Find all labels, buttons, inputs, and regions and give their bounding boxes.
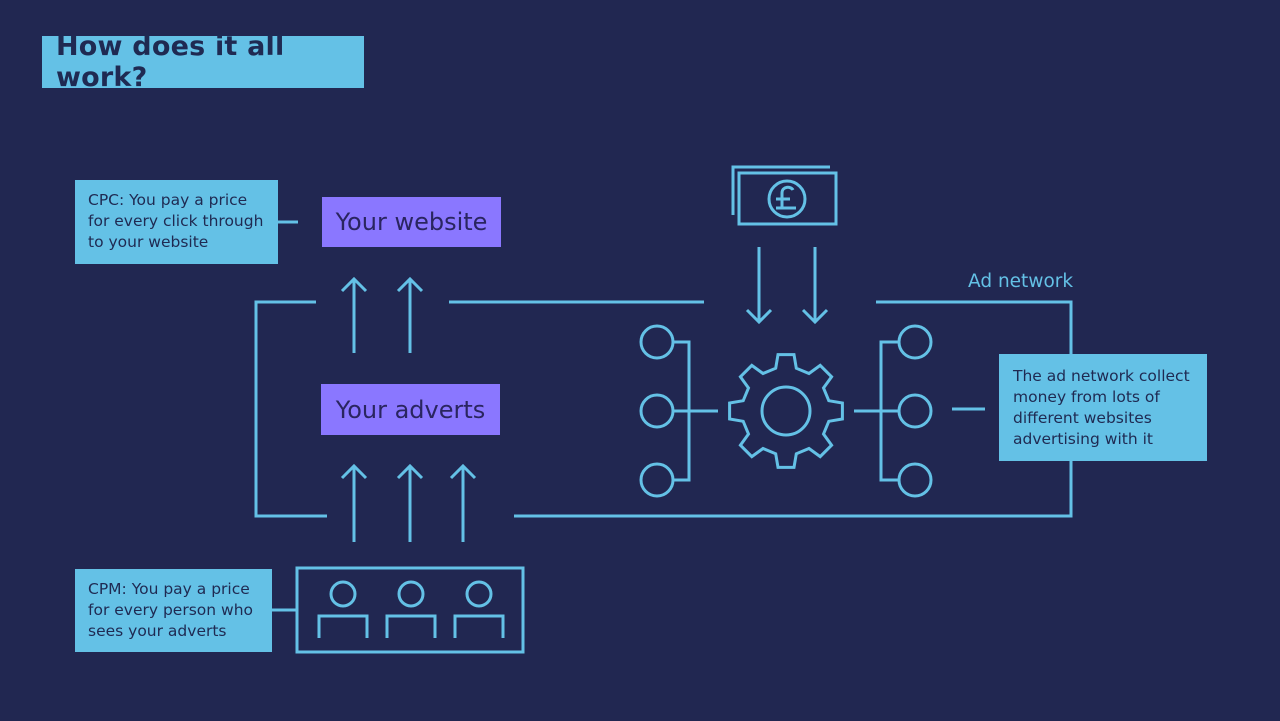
arrow-up-icon <box>340 276 368 353</box>
page-title: How does it all work? <box>42 31 364 93</box>
cpc-note-line: CPC: You pay a price <box>88 191 248 209</box>
left-hub-icon <box>639 324 718 498</box>
your-website-label: Your website <box>322 197 501 247</box>
arrow-up-icon <box>449 463 477 542</box>
network-note-line: different websites <box>1013 409 1152 427</box>
cpm-note: CPM: You pay a price for every person wh… <box>75 569 272 652</box>
cpm-note-line: CPM: You pay a price <box>88 580 250 598</box>
left-loop-line <box>254 300 327 518</box>
cpc-note-line: to your website <box>88 233 209 251</box>
people-icon <box>295 566 525 654</box>
gear-icon <box>728 353 844 469</box>
network-note-line: advertising with it <box>1013 430 1153 448</box>
arrow-up-icon <box>396 276 424 353</box>
your-adverts-label: Your adverts <box>321 384 500 435</box>
cpm-note-line: sees your adverts <box>88 622 227 640</box>
ad-network-label: Ad network <box>968 271 1074 292</box>
cpc-note-line: for every click through <box>88 212 264 230</box>
network-note-line: money from lots of <box>1013 388 1160 406</box>
network-bracket-line <box>514 300 1073 518</box>
network-note-line: The ad network collect <box>1013 367 1190 385</box>
network-note: The ad network collect money from lots o… <box>999 354 1207 461</box>
arrow-down-icon <box>745 247 773 325</box>
pound-banknote-icon <box>731 165 838 226</box>
cpm-note-line: for every person who <box>88 601 253 619</box>
right-hub-icon <box>854 324 933 498</box>
arrow-up-icon <box>396 463 424 542</box>
arrow-up-icon <box>340 463 368 542</box>
arrow-down-icon <box>801 247 829 325</box>
cpc-note: CPC: You pay a price for every click thr… <box>75 180 278 264</box>
